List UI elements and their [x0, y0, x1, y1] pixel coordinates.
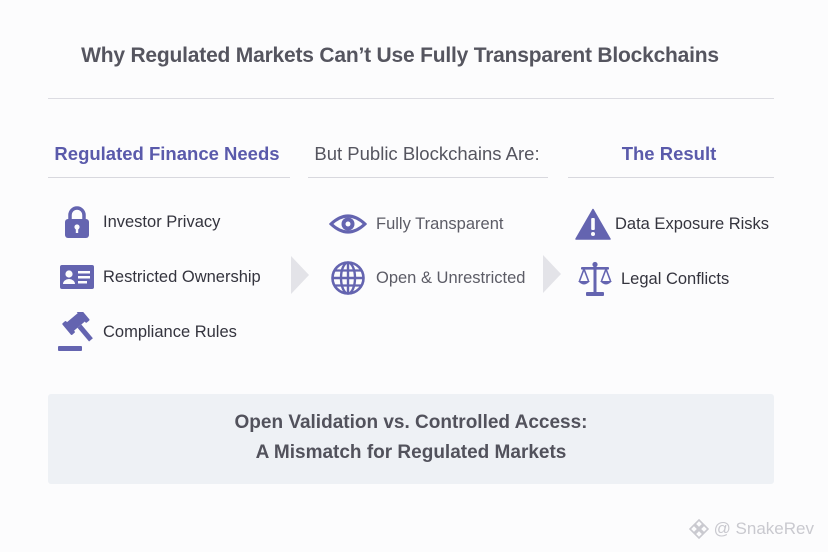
column-heading-result: The Result — [621, 143, 717, 164]
item-label: Open & Unrestricted — [376, 268, 526, 287]
id-card-icon — [57, 257, 97, 297]
column-heading-blockchains: But Public Blockchains Are: — [314, 143, 540, 164]
summary-banner: Open Validation vs. Controlled Access: A… — [48, 394, 774, 484]
list-item-data-exposure-risks: Data Exposure Risks — [573, 204, 769, 244]
eye-icon — [328, 204, 368, 244]
watermark-text: @ SnakeRev — [713, 519, 814, 538]
item-label: Investor Privacy — [103, 212, 221, 231]
list-item-restricted-ownership: Restricted Ownership — [57, 257, 261, 297]
item-label: Data Exposure Risks — [615, 214, 770, 233]
globe-icon — [328, 258, 368, 298]
item-label: Fully Transparent — [376, 214, 504, 233]
scales-icon — [575, 259, 615, 299]
list-item-open-unrestricted: Open & Unrestricted — [328, 258, 525, 298]
page-title: Why Regulated Markets Can’t Use Fully Tr… — [81, 44, 719, 67]
list-item-compliance-rules: Compliance Rules — [55, 310, 237, 354]
item-label: Compliance Rules — [103, 322, 237, 341]
lock-icon — [57, 202, 97, 242]
chevron-right-icon — [543, 255, 561, 293]
column-divider-needs — [48, 177, 290, 178]
item-label: Legal Conflicts — [621, 269, 730, 288]
banner-line-2: A Mismatch for Regulated Markets — [255, 442, 567, 463]
list-item-legal-conflicts: Legal Conflicts — [575, 259, 729, 299]
diamond-logo-icon — [688, 518, 709, 540]
column-divider-result — [568, 177, 774, 178]
column-heading-needs: Regulated Finance Needs — [54, 143, 280, 164]
title-divider — [48, 98, 774, 99]
list-item-fully-transparent: Fully Transparent — [328, 204, 503, 244]
banner-line-1: Open Validation vs. Controlled Access: — [234, 412, 588, 433]
watermark: @ SnakeRev — [688, 518, 814, 540]
column-divider-blockchains — [308, 177, 548, 178]
chevron-right-icon — [291, 256, 309, 294]
gavel-icon — [55, 310, 99, 354]
list-item-investor-privacy: Investor Privacy — [57, 202, 220, 242]
item-label: Restricted Ownership — [103, 267, 261, 286]
warning-icon — [573, 204, 613, 244]
